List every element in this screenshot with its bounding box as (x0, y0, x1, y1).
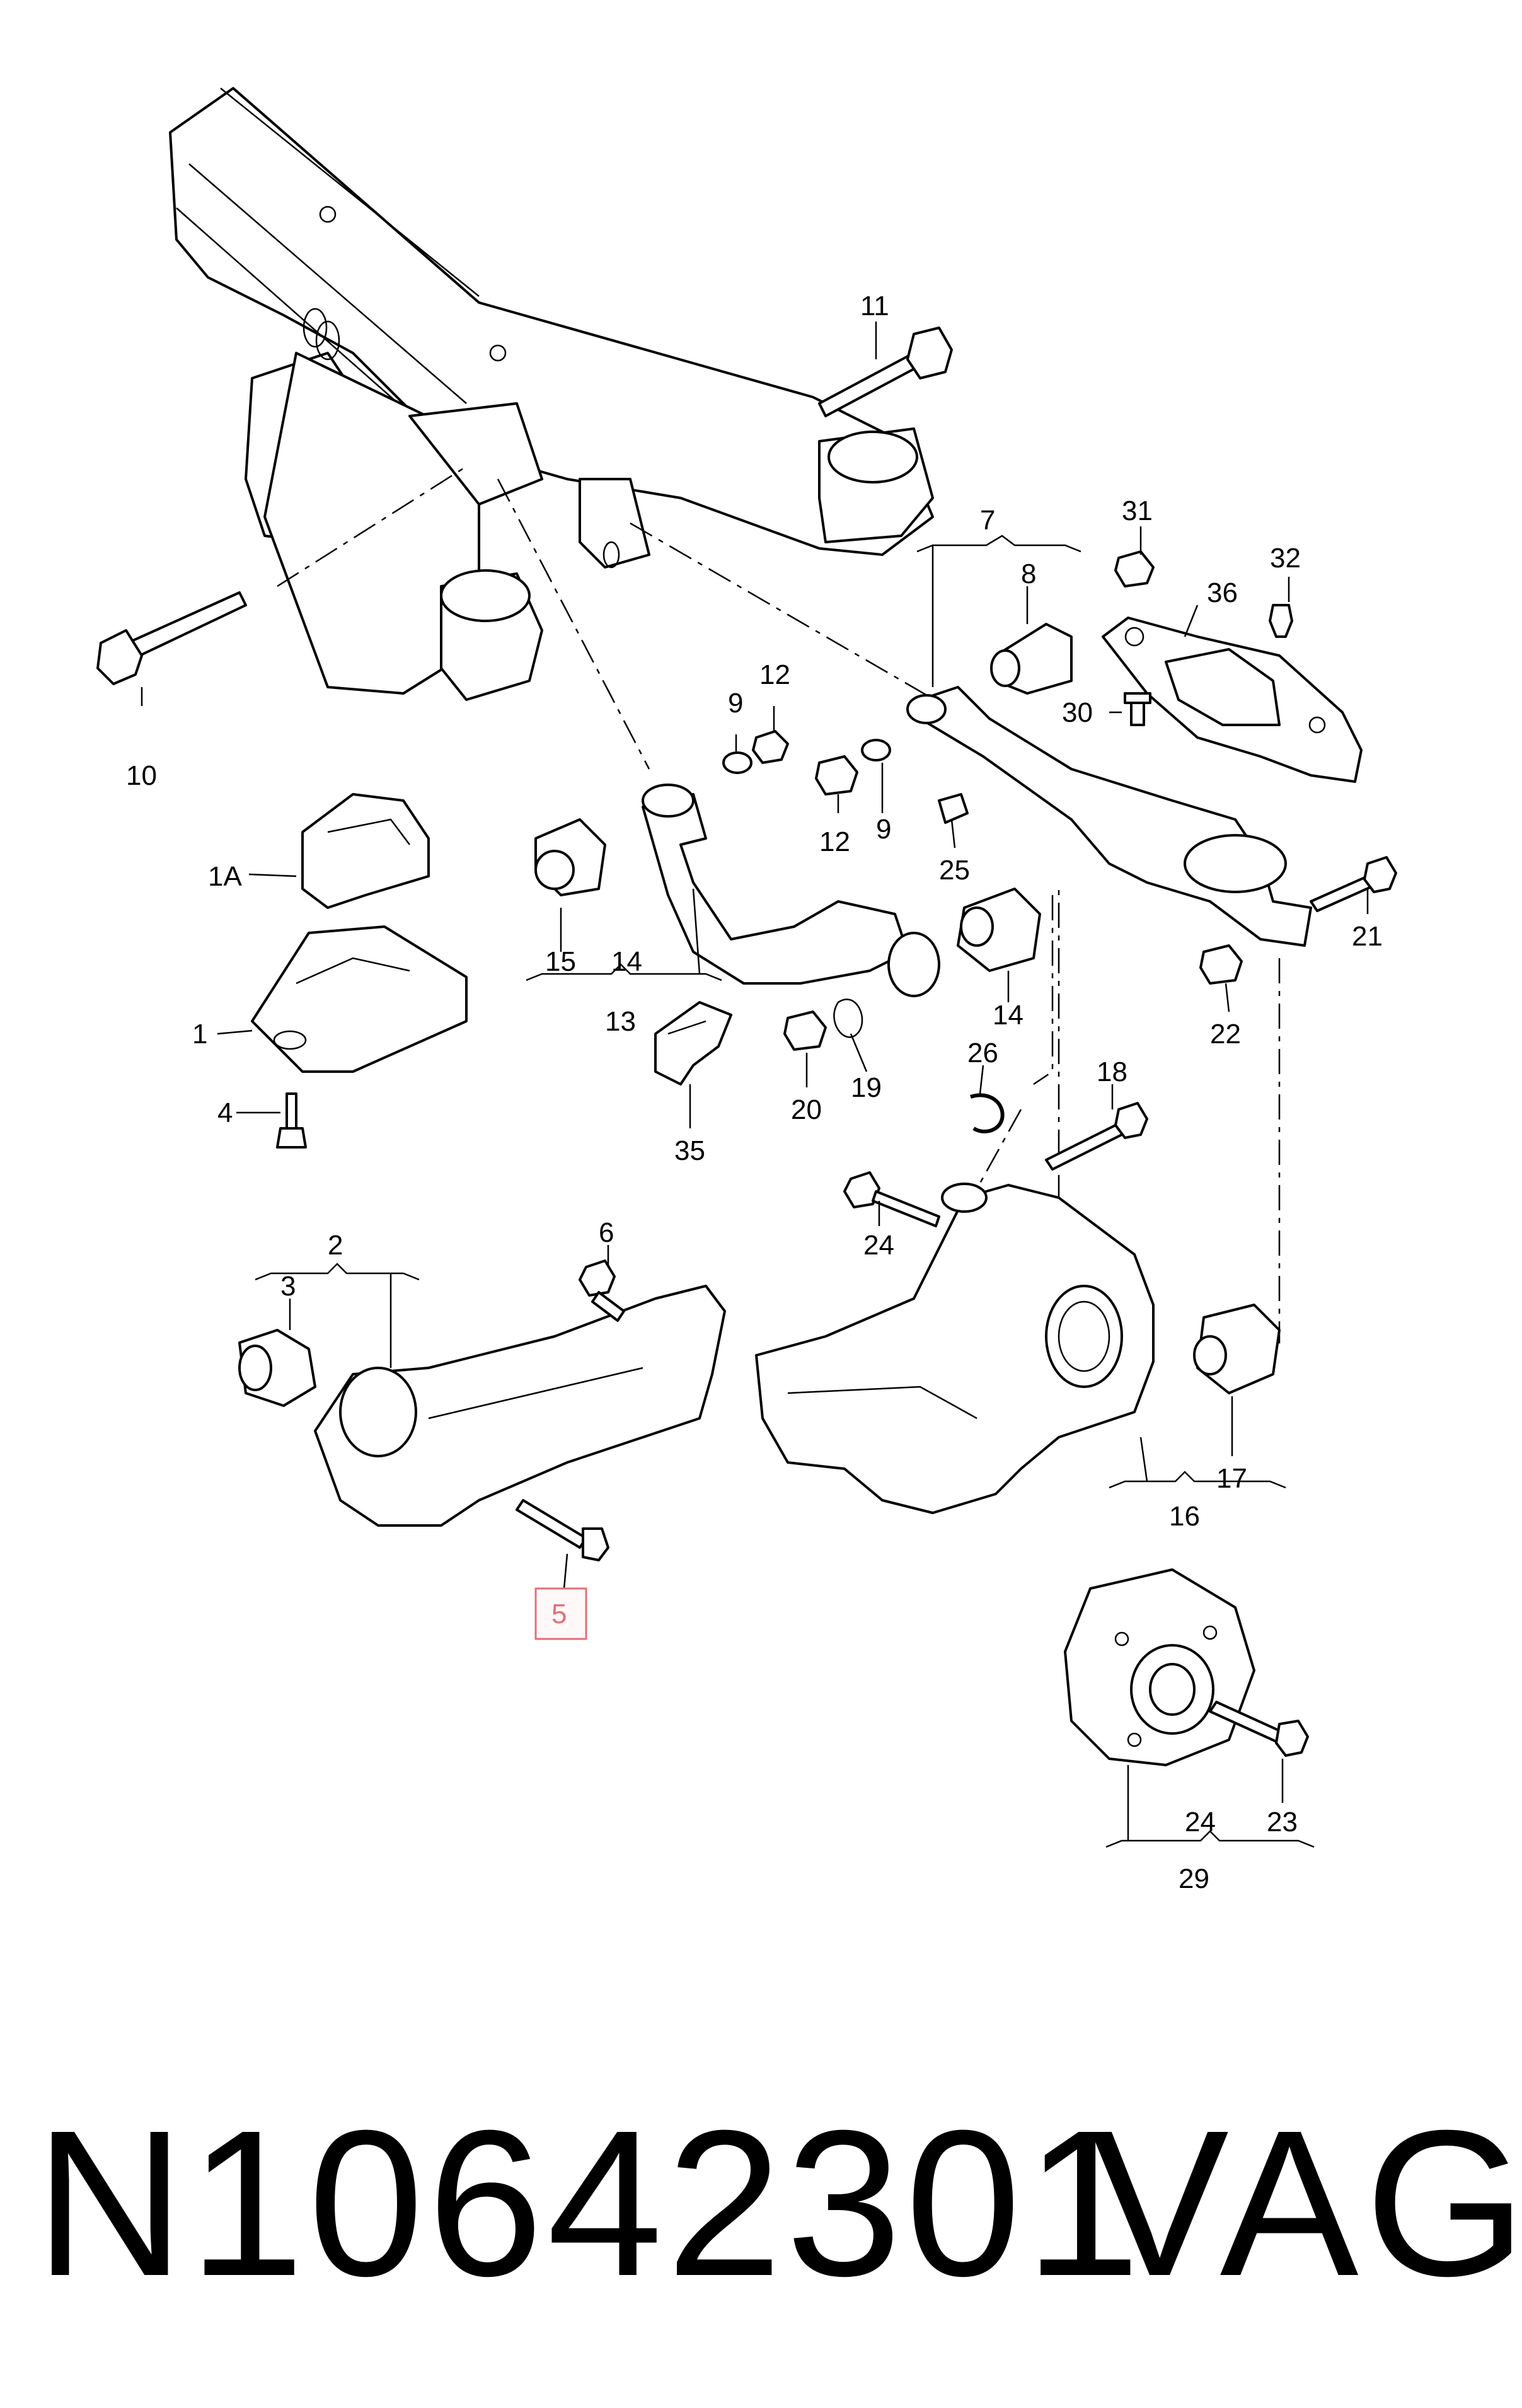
bolt-10 (96, 591, 247, 685)
callout-12-top: 12 (759, 659, 790, 690)
exploded-parts-diagram: 10 11 7 8 31 32 36 30 9 12 12 9 25 21 22… (96, 87, 1397, 1894)
cover-plate-36 (1102, 616, 1363, 783)
nut-12-right (815, 755, 858, 796)
callout-18: 18 (1097, 1056, 1127, 1087)
bushing-14 (957, 888, 1041, 972)
bolt-24-left (843, 1171, 940, 1227)
bushing-8 (990, 623, 1073, 695)
circlip-26 (970, 1093, 1005, 1133)
callout-20: 20 (791, 1094, 822, 1125)
callout-4: 4 (217, 1097, 233, 1128)
callout-9-right: 9 (876, 814, 891, 845)
bolt-21 (1310, 856, 1397, 912)
bolt-23 (1209, 1701, 1309, 1757)
callout-14-left: 14 (611, 946, 642, 977)
callout-32: 32 (1270, 543, 1301, 574)
callout-24-left: 24 (863, 1230, 894, 1261)
upper-control-arm-13 (642, 784, 940, 997)
lower-control-arm-7 (906, 686, 1312, 947)
nut-31 (1114, 550, 1155, 588)
callout-10: 10 (126, 760, 157, 791)
callout-21: 21 (1352, 921, 1383, 952)
callout-7: 7 (980, 505, 995, 536)
nut-20 (783, 1010, 827, 1051)
leader-lines (141, 321, 1369, 1848)
callout-1A: 1A (208, 861, 242, 892)
callout-25: 25 (939, 855, 970, 886)
bushing-15 (534, 818, 606, 896)
bracket-35 (654, 1001, 732, 1085)
callout-35: 35 (674, 1135, 705, 1166)
callout-5: 5 (551, 1599, 567, 1629)
highlight-box-5 (534, 1587, 587, 1640)
callout-16: 16 (1169, 1501, 1200, 1532)
bushing-17 (1193, 1304, 1281, 1394)
bolt-30 (1124, 692, 1151, 726)
bolt-18 (1045, 1102, 1148, 1171)
callout-2: 2 (328, 1230, 343, 1261)
callout-26: 26 (967, 1038, 998, 1068)
bolt-25 (938, 793, 969, 824)
bolt-6 (579, 1259, 625, 1322)
wheel-hub-29 (1064, 1568, 1255, 1766)
brand-name: VAG (1090, 2087, 1522, 2319)
clip-19 (833, 999, 863, 1038)
callout-12-bottom: 12 (819, 826, 850, 857)
callout-labels: 10 11 7 8 31 32 36 30 9 12 12 9 25 21 22… (126, 291, 1383, 1894)
callout-15: 15 (545, 946, 576, 977)
callout-8: 8 (1021, 559, 1036, 589)
callout-24-right: 24 (1185, 1807, 1216, 1838)
callout-19: 19 (851, 1072, 882, 1103)
callout-14-right: 14 (993, 1000, 1023, 1031)
bushing-3 (238, 1329, 316, 1407)
rubber-stop-1A (301, 793, 430, 909)
callout-1: 1 (192, 1019, 207, 1050)
mount-1 (251, 925, 468, 1073)
callout-9-left: 9 (728, 688, 743, 719)
callout-30: 30 (1062, 697, 1093, 728)
nut-12-left (752, 730, 789, 764)
callout-17: 17 (1216, 1463, 1247, 1494)
bolt-5 (516, 1499, 609, 1561)
callout-22: 22 (1210, 1019, 1241, 1050)
clip-32 (1269, 604, 1293, 638)
part-number: N10642301 (35, 2087, 1144, 2319)
bolt-4 (276, 1092, 307, 1149)
callout-6: 6 (599, 1217, 614, 1248)
wheel-carrier-16 (755, 1183, 1155, 1514)
washer-9-right (861, 739, 891, 761)
callout-3: 3 (280, 1271, 296, 1302)
callout-23: 23 (1267, 1807, 1298, 1838)
callout-29: 29 (1179, 1863, 1209, 1894)
washer-9-left (722, 751, 752, 774)
nut-22 (1199, 944, 1243, 985)
callout-31: 31 (1122, 495, 1153, 526)
rear-subframe (169, 87, 934, 701)
callout-36: 36 (1207, 577, 1238, 608)
bolt-11 (818, 327, 953, 417)
trailing-arm-2 (314, 1285, 726, 1527)
callout-13: 13 (605, 1006, 636, 1037)
callout-11: 11 (860, 291, 889, 321)
